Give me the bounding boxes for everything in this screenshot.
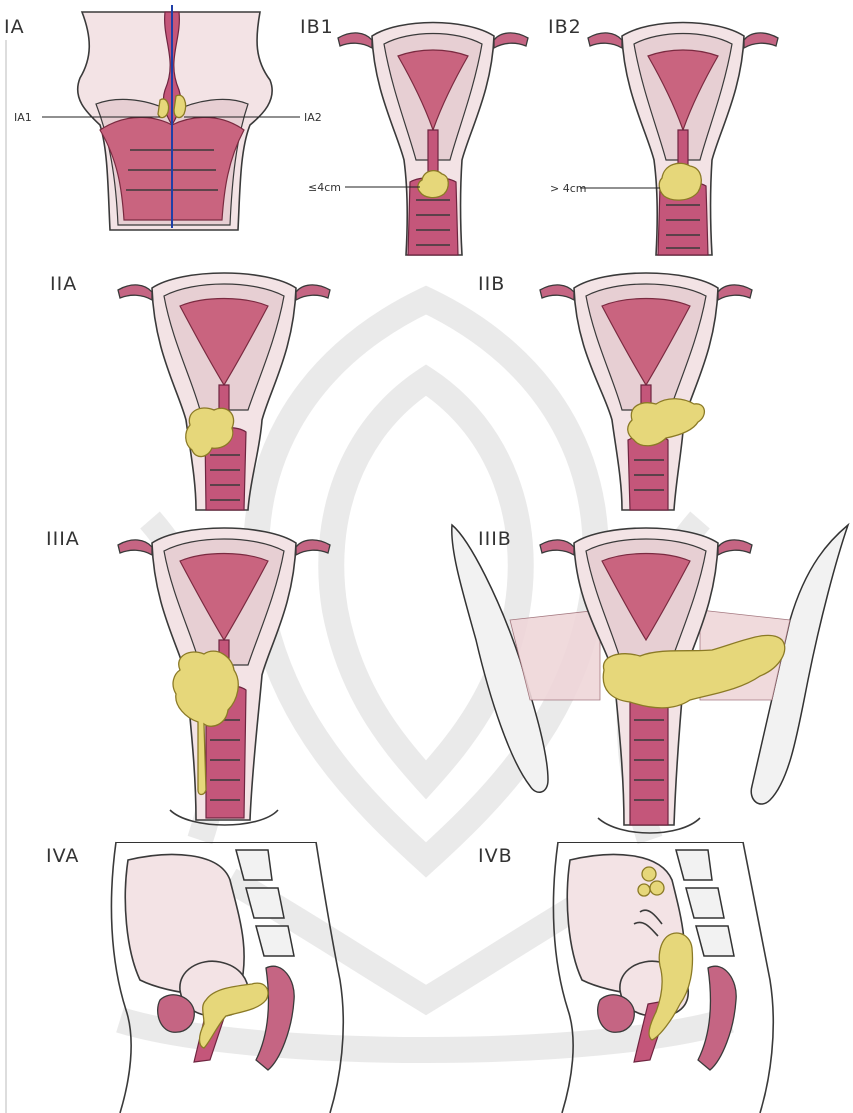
panel-ivb: IVB xyxy=(478,842,773,1113)
right-fallopian-tube xyxy=(744,33,778,48)
left-fallopian-tube xyxy=(588,33,622,48)
left-fallopian-tube xyxy=(338,33,372,48)
label-ib1: IB1 xyxy=(300,16,334,38)
label-ia2: IA2 xyxy=(304,111,322,124)
panel-ib2: IB2 > 4cm xyxy=(548,16,778,255)
frame-top xyxy=(558,842,743,843)
panel-iva: IVA xyxy=(46,842,343,1113)
tumor-parametrial xyxy=(628,399,705,446)
panel-iia: IIA xyxy=(50,273,330,510)
left-fallopian-tube xyxy=(540,540,574,555)
label-iiib: IIIB xyxy=(478,528,512,550)
size-label-ib2: > 4cm xyxy=(550,182,586,195)
left-fallopian-tube xyxy=(540,285,574,300)
left-fallopian-tube xyxy=(118,285,152,300)
label-ib2: IB2 xyxy=(548,16,582,38)
label-iiia: IIIA xyxy=(46,528,80,550)
left-fallopian-tube xyxy=(118,540,152,555)
back-contour xyxy=(743,842,773,1113)
bladder xyxy=(158,995,195,1032)
label-ia: IA xyxy=(4,16,25,38)
panel-ia: IA IA1 IA2 xyxy=(4,5,322,230)
back-contour xyxy=(316,842,343,1113)
label-iva: IVA xyxy=(46,845,79,867)
label-iib: IIB xyxy=(478,273,505,295)
frame-top xyxy=(116,842,316,843)
right-fallopian-tube xyxy=(494,33,528,48)
tumor-large xyxy=(659,163,701,200)
panel-ib1: IB1 ≤4cm xyxy=(300,16,528,255)
panel-iib: IIB xyxy=(478,273,752,510)
bladder xyxy=(598,995,635,1032)
label-ia1: IA1 xyxy=(14,111,32,124)
right-fallopian-tube xyxy=(718,540,752,555)
label-ivb: IVB xyxy=(478,845,513,867)
right-fallopian-tube xyxy=(296,285,330,300)
vagina xyxy=(630,691,668,826)
size-label-ib1: ≤4cm xyxy=(308,181,341,194)
label-iia: IIA xyxy=(50,273,77,295)
right-fallopian-tube xyxy=(718,285,752,300)
vagina xyxy=(628,436,668,511)
